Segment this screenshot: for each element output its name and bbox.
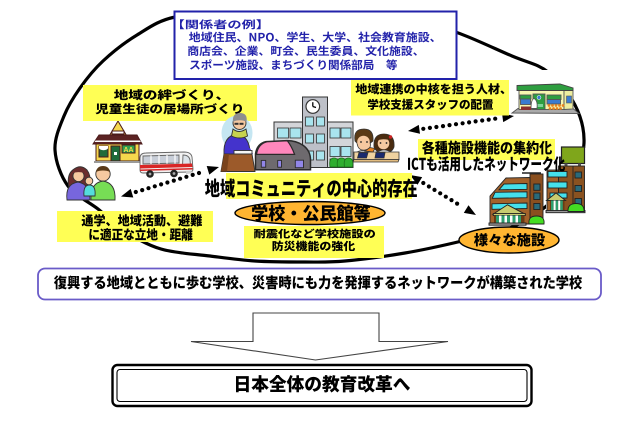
svg-text:AA: AA <box>124 147 134 154</box>
